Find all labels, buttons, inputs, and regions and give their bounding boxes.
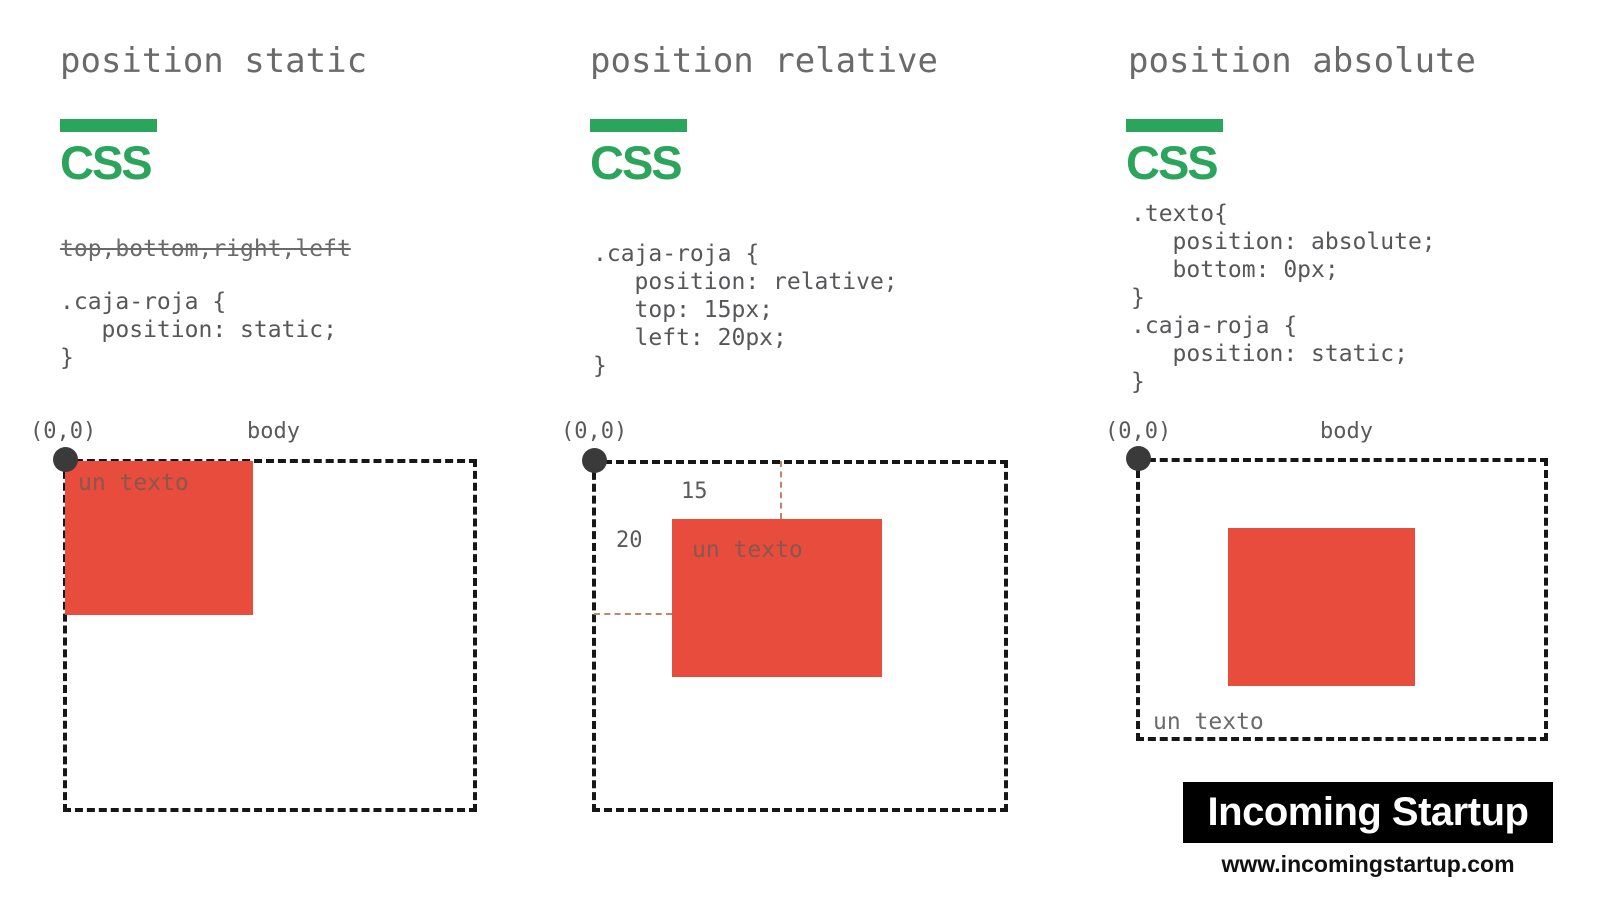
top-offset-guide-line (780, 461, 782, 519)
origin-label: (0,0) (30, 419, 97, 444)
body-diagram-absolute (1136, 458, 1548, 741)
column-static-title: position static (60, 41, 368, 81)
origin-label: (0,0) (1105, 419, 1172, 444)
brand-url: www.incomingstartup.com (1221, 851, 1515, 877)
css-logo-text: CSS (60, 136, 153, 189)
column-relative-title: position relative (590, 41, 938, 81)
css-logo-bar (1126, 119, 1223, 132)
css-logo-bar (590, 119, 687, 132)
css-logo: CSS (60, 119, 157, 186)
css-logo: CSS (1126, 119, 1223, 186)
origin-label: (0,0) (561, 419, 628, 444)
column-absolute-title: position absolute (1128, 41, 1476, 81)
code-snippet-relative: .caja-roja { position: relative; top: 15… (593, 241, 898, 379)
body-diagram-relative (592, 460, 1008, 812)
origin-dot (582, 448, 607, 473)
css-logo-text: CSS (590, 136, 683, 189)
red-box-static: un texto (65, 461, 253, 615)
red-box-relative: un texto (672, 519, 882, 677)
brand-name: Incoming Startup (1207, 790, 1529, 834)
code-snippet-static: .caja-roja { position: static; } (60, 289, 337, 371)
origin-dot (1126, 446, 1151, 471)
strikethrough-properties: top,bottom,right,left (60, 236, 351, 262)
origin-dot (53, 447, 78, 472)
css-logo: CSS (590, 119, 687, 186)
left-offset-guide-line (594, 613, 672, 615)
brand-banner: Incoming Startup (1183, 782, 1553, 843)
css-logo-text: CSS (1126, 136, 1219, 189)
body-label: body (247, 419, 300, 444)
body-label: body (1320, 419, 1373, 444)
css-logo-bar (60, 119, 157, 132)
red-box-absolute (1228, 528, 1415, 686)
code-snippet-absolute: .texto{ position: absolute; bottom: 0px;… (1131, 201, 1436, 395)
left-offset-value: 20 (616, 528, 643, 553)
body-diagram-static (63, 459, 477, 812)
top-offset-value: 15 (681, 479, 708, 504)
absolute-text-label: un texto (1153, 709, 1264, 735)
